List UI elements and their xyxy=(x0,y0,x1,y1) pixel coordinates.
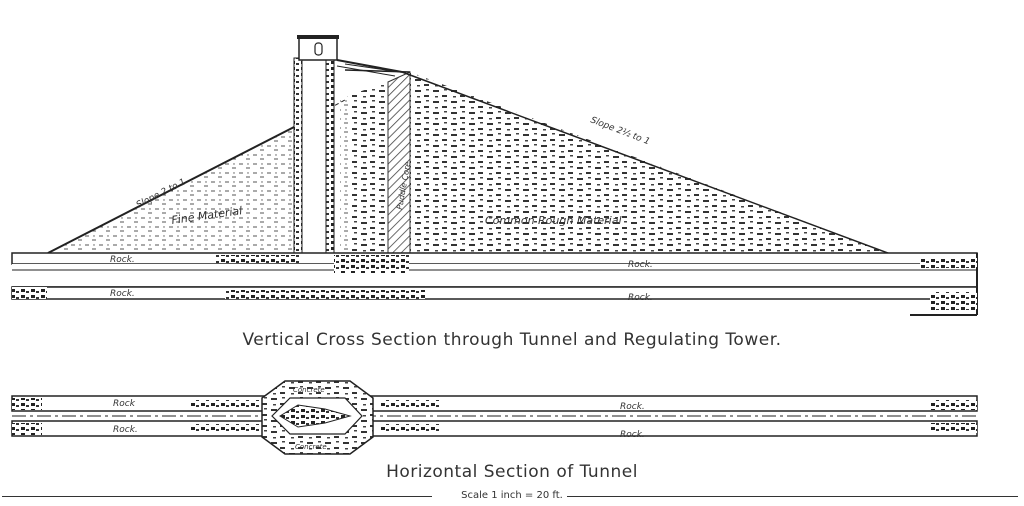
horizontal-rock-label-2: Rock. xyxy=(620,402,645,412)
tower-shaft xyxy=(301,57,327,279)
scale-label: Scale 1 inch = 20 ft. xyxy=(0,490,1024,501)
horizontal-rock-right-top xyxy=(930,400,977,410)
rock-cluster-mid xyxy=(225,290,425,299)
common-rough-material-label: Common Rough Material xyxy=(485,214,622,227)
rock-cluster-right xyxy=(920,258,977,268)
concrete-label-top: Concrete xyxy=(293,386,325,394)
rock-label-3: Rock. xyxy=(110,289,135,299)
horizontal-upper-rock xyxy=(11,395,978,412)
upstream-slope-line xyxy=(47,124,299,254)
vertical-section: Slope 2 to 1 Slope 2½ to 1 Fine Material… xyxy=(11,35,978,316)
rock-cluster-tower-base xyxy=(215,255,300,263)
rough-material-upper xyxy=(350,82,388,253)
horizontal-rock-mid-bottom xyxy=(190,424,260,433)
regulating-pier xyxy=(279,404,352,428)
tower-shaft-left-wall xyxy=(293,57,303,279)
fine-material-inner xyxy=(340,95,350,253)
scale-text: Scale 1 inch = 20 ft. xyxy=(457,490,567,501)
tunnel xyxy=(12,264,977,287)
horizontal-section: Rock Rock. Rock. Rock. Concrete Concrete xyxy=(11,380,978,455)
tower-bridge xyxy=(336,59,403,73)
scale-rule-left xyxy=(2,496,432,497)
lower-rock-band xyxy=(11,286,978,300)
horizontal-rock-left-bottom xyxy=(12,423,42,435)
horizontal-rock-left-top xyxy=(12,398,42,410)
rock-label-4: Rock. xyxy=(628,293,653,303)
rock-label-2: Rock. xyxy=(628,260,653,270)
horizontal-rock-mid2-top xyxy=(380,400,440,409)
horizontal-lower-rock xyxy=(11,420,978,437)
tower-roof xyxy=(297,35,339,39)
horizontal-rock-mid-top xyxy=(190,400,260,409)
horizontal-rock-right-bottom xyxy=(930,423,977,433)
rock-cluster-left xyxy=(12,287,47,299)
rock-cluster-far-right xyxy=(930,292,977,310)
horizontal-rock-label-3: Rock. xyxy=(113,425,138,435)
tower-window xyxy=(314,42,323,56)
tower-shaft-right-wall xyxy=(325,57,335,264)
horizontal-rock-label-1: Rock xyxy=(113,399,136,409)
rock-label-1: Rock. xyxy=(110,255,135,265)
concrete-label-bottom: Concrete xyxy=(295,443,327,451)
rock-cluster-core-base xyxy=(334,255,409,273)
upper-rock-band xyxy=(11,252,978,265)
scale-rule-right xyxy=(544,496,1018,497)
downstream-slope-line xyxy=(401,71,913,263)
slope-right-label: Slope 2½ to 1 xyxy=(589,115,651,147)
tower-bridge-lower xyxy=(336,65,396,77)
horizontal-rock-label-4: Rock. xyxy=(620,430,645,440)
vertical-section-caption: Vertical Cross Section through Tunnel an… xyxy=(242,330,782,350)
horizontal-rock-mid2-bottom xyxy=(380,424,440,433)
horizontal-section-caption: Horizontal Section of Tunnel xyxy=(386,462,638,482)
